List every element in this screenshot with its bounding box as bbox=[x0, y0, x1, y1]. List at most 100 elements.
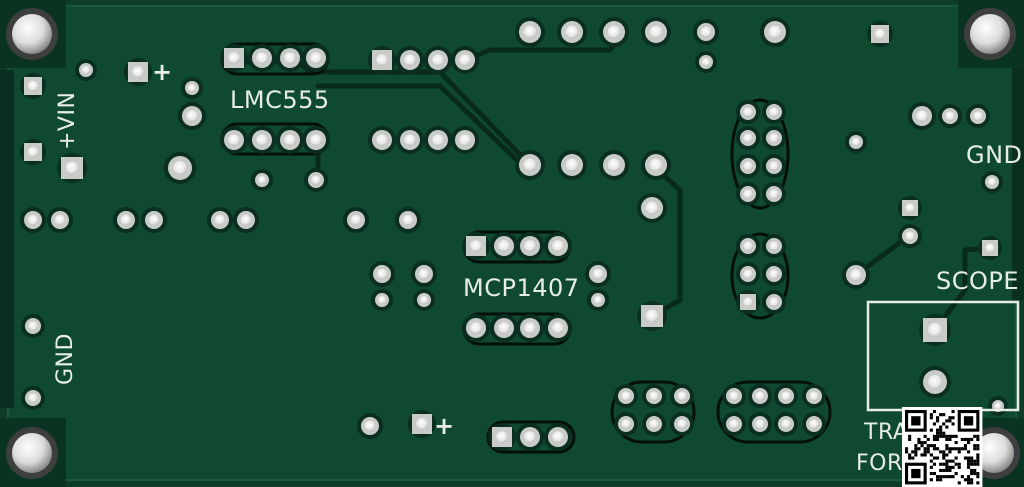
mounting-hole-top-left bbox=[0, 0, 66, 68]
pad bbox=[978, 236, 1002, 260]
header-pin bbox=[736, 100, 760, 124]
via bbox=[413, 289, 435, 311]
right-edge-void bbox=[1012, 68, 1024, 300]
pad bbox=[164, 152, 196, 184]
pad bbox=[557, 150, 587, 180]
pad bbox=[20, 73, 46, 99]
pad bbox=[908, 102, 936, 130]
header-pin bbox=[736, 154, 760, 178]
mcp1407-pin bbox=[462, 314, 490, 342]
header-pin bbox=[736, 290, 760, 314]
mcp1407-pin bbox=[490, 232, 518, 260]
pad bbox=[304, 168, 328, 192]
via bbox=[845, 131, 867, 153]
qr-code-icon bbox=[902, 407, 983, 487]
lmc555-pin bbox=[220, 44, 248, 72]
via bbox=[75, 59, 97, 81]
pad bbox=[124, 58, 152, 86]
header-pin bbox=[762, 182, 786, 206]
pin bbox=[614, 384, 638, 408]
ic-pin bbox=[424, 126, 452, 154]
mcp1407-pin bbox=[516, 314, 544, 342]
mcp1407-pin bbox=[544, 314, 572, 342]
header-pin bbox=[762, 262, 786, 286]
pin bbox=[802, 412, 826, 436]
pad bbox=[585, 261, 611, 287]
pad bbox=[898, 196, 922, 220]
pad bbox=[408, 410, 436, 438]
via bbox=[371, 289, 393, 311]
pad bbox=[641, 150, 671, 180]
pad bbox=[637, 301, 667, 331]
pad bbox=[343, 207, 369, 233]
header-pin bbox=[736, 262, 760, 286]
pad bbox=[357, 413, 383, 439]
via bbox=[181, 77, 203, 99]
pad bbox=[21, 386, 45, 410]
pad bbox=[488, 423, 516, 451]
pin bbox=[774, 384, 798, 408]
ic-pin bbox=[396, 46, 424, 74]
pad bbox=[141, 207, 167, 233]
mcp1407-pin bbox=[462, 232, 490, 260]
pad bbox=[842, 261, 870, 289]
label-trafo-line1: TRA bbox=[863, 420, 908, 445]
pads bbox=[20, 17, 1008, 454]
pad bbox=[233, 207, 259, 233]
pin bbox=[642, 384, 666, 408]
pad bbox=[369, 261, 395, 287]
mcp1407-pin bbox=[516, 232, 544, 260]
lmc555-pin bbox=[302, 44, 330, 72]
ic-label-lmc555: LMC555 bbox=[230, 86, 330, 114]
lmc555-pin bbox=[276, 126, 304, 154]
trafo-pin bbox=[919, 314, 951, 346]
pad bbox=[21, 314, 45, 338]
label-vin: +VIN bbox=[55, 92, 80, 150]
pad bbox=[693, 19, 719, 45]
lmc555-pin bbox=[220, 126, 248, 154]
pin bbox=[722, 412, 746, 436]
pad bbox=[411, 261, 437, 287]
header-pin bbox=[762, 126, 786, 150]
pad bbox=[20, 139, 46, 165]
pin bbox=[748, 412, 772, 436]
pad bbox=[395, 207, 421, 233]
trafo-pin bbox=[919, 366, 951, 398]
ic-pin bbox=[368, 46, 396, 74]
ic-label-mcp1407: MCP1407 bbox=[463, 274, 580, 302]
lmc555-pin bbox=[276, 44, 304, 72]
ic-pin bbox=[424, 46, 452, 74]
lmc555-pin bbox=[302, 126, 330, 154]
pad bbox=[47, 207, 73, 233]
ic-pin bbox=[396, 126, 424, 154]
left-edge-void bbox=[0, 70, 14, 408]
pad bbox=[515, 150, 545, 180]
pad bbox=[966, 104, 990, 128]
lmc555-pin bbox=[248, 126, 276, 154]
pad bbox=[544, 423, 572, 451]
pad bbox=[178, 102, 206, 130]
mounting-hole-bottom-left bbox=[0, 418, 66, 487]
pad bbox=[113, 207, 139, 233]
pin bbox=[802, 384, 826, 408]
pad bbox=[207, 207, 233, 233]
pad bbox=[20, 207, 46, 233]
header-pin bbox=[736, 234, 760, 258]
header-pin bbox=[762, 154, 786, 178]
pad bbox=[599, 150, 629, 180]
via bbox=[981, 171, 1003, 193]
pad bbox=[516, 423, 544, 451]
header-pin bbox=[762, 234, 786, 258]
via bbox=[251, 169, 273, 191]
header-pin bbox=[736, 126, 760, 150]
pin bbox=[722, 384, 746, 408]
mounting-hole-top-right bbox=[958, 0, 1024, 68]
plus-sign-top: + bbox=[152, 58, 173, 86]
pad bbox=[898, 224, 922, 248]
header-pin bbox=[762, 100, 786, 124]
pad bbox=[760, 17, 790, 47]
ic-pin bbox=[368, 126, 396, 154]
pin bbox=[670, 412, 694, 436]
header-pin bbox=[762, 290, 786, 314]
